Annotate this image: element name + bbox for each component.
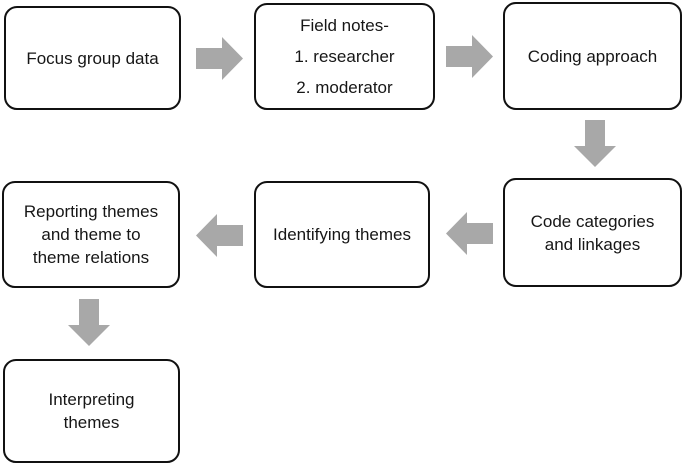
node-label: 2. moderator [296, 78, 393, 97]
node-label: and linkages [544, 234, 641, 254]
node-coding-approach: Coding approach [503, 2, 682, 110]
node-label: Interpreting [48, 390, 135, 409]
node-label: Code categories [530, 211, 655, 231]
down-arrow-icon [68, 299, 110, 346]
down-arrow-icon [574, 120, 616, 167]
node-label: 1. researcher [294, 47, 395, 66]
node-label: Field notes- [300, 16, 389, 35]
left-arrow-icon [446, 212, 493, 255]
node-label: and theme to [41, 225, 141, 244]
node-focus-group-data: Focus group data [4, 6, 181, 110]
node-field-notes: Field notes- 1. researcher 2. moderator [254, 3, 435, 110]
node-code-categories-and-linkages: Code categories and linkages [503, 178, 682, 287]
left-arrow-icon [196, 214, 243, 257]
node-label: Reporting themes [23, 202, 159, 221]
right-arrow-icon [196, 37, 243, 80]
node-reporting-themes: Reporting themes and theme to theme rela… [2, 181, 180, 288]
right-arrow-icon [446, 35, 493, 78]
node-identifying-themes: Identifying themes [254, 181, 430, 288]
node-label: Coding approach [527, 46, 658, 66]
node-label: theme relations [32, 248, 150, 267]
node-label: themes [63, 413, 120, 432]
node-interpreting-themes: Interpreting themes [3, 359, 180, 463]
node-label: Identifying themes [273, 225, 411, 244]
node-label: Focus group data [26, 48, 159, 68]
